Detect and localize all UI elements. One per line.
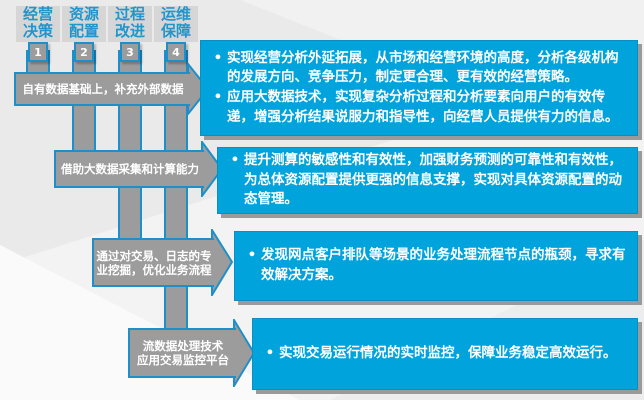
step-arrow-label: 借助大数据采集和计算能力 [61, 162, 199, 176]
bullet-icon: • [213, 89, 223, 105]
bullet-item: • 实现交易运行情况的实时监控，保障业务稳定高效运行。 [261, 344, 627, 364]
bullet-icon: • [247, 247, 257, 264]
step-arrow-1: 自有数据基础上，补充外部数据 [14, 72, 190, 106]
bullet-icon: • [213, 49, 223, 66]
detail-box-4: • 实现交易运行情况的实时监控，保障业务稳定高效运行。 [252, 318, 638, 390]
bullet-text: 实现经营分析外延拓展，从市场和经营环境的高度，分析各级机构的发展方向、竞争压力，… [227, 49, 619, 86]
column-header-label: 过程 [114, 5, 145, 23]
step-number-badge-1: 1 [28, 42, 48, 62]
bullet-item: • 提升测算的敏感性和有效性，加强财务预测的可靠性和有效性，为总体资源配置提供更… [226, 151, 627, 210]
step-arrow-label: 流数据处理技术 [142, 339, 224, 353]
detail-box-3: • 发现网点客户排队等场景的业务处理流程节点的瓶颈，寻求有效解决方案。 [234, 231, 638, 301]
column-header-3: 过程改进 [108, 6, 152, 42]
detail-box-1: • 实现经营分析外延拓展，从市场和经营环境的高度，分析各级机构的发展方向、竞争压… [200, 40, 638, 136]
step-number-badge-2: 2 [74, 42, 94, 62]
step-number-badge-4: 4 [166, 42, 186, 62]
bullet-item: • 应用大数据技术，实现复杂分析过程和分析要素向用户的有效传递，增强分析结果说服… [209, 88, 627, 127]
bullet-icon: • [230, 152, 240, 169]
arrowhead-icon [211, 229, 233, 296]
bullet-text: 应用大数据技术，实现复杂分析过程和分析要素向用户的有效传递，增强分析结果说服力和… [227, 89, 619, 125]
column-header-label: 经营 [22, 5, 53, 23]
step-arrow-label: 通过对交易、日志的专 [96, 248, 212, 263]
bullet-icon: • [265, 345, 275, 362]
bullet-text: 提升测算的敏感性和有效性，加强财务预测的可靠性和有效性，为总体资源配置提供更强的… [244, 152, 622, 208]
bullet-item: • 实现经营分析外延拓展，从市场和经营环境的高度，分析各级机构的发展方向、竞争压… [209, 49, 627, 88]
column-header-1: 经营决策 [16, 6, 60, 42]
bullet-text: 实现交易运行情况的实时监控，保障业务稳定高效运行。 [279, 345, 617, 362]
column-header-4: 运维保障 [154, 6, 198, 42]
bullet-item: • 发现网点客户排队等场景的业务处理流程节点的瓶颈，寻求有效解决方案。 [243, 246, 627, 285]
bullet-text: 发现网点客户排队等场景的业务处理流程节点的瓶颈，寻求有效解决方案。 [261, 247, 626, 283]
step-arrow-4: 流数据处理技术 应用交易监控平台 [128, 328, 236, 378]
detail-box-2: • 提升测算的敏感性和有效性，加强财务预测的可靠性和有效性，为总体资源配置提供更… [217, 147, 638, 214]
column-header-label: 资源 [68, 5, 99, 23]
step-number-badge-3: 3 [120, 42, 140, 62]
step-arrow-3: 通过对交易、日志的专 业挖掘，优化业务流程 [92, 238, 214, 287]
column-header-label: 运维 [160, 5, 191, 23]
column-header-2: 资源配置 [62, 6, 106, 42]
step-arrow-label: 自有数据基础上，补充外部数据 [22, 82, 184, 96]
step-arrow-2: 借助大数据采集和计算能力 [54, 150, 204, 188]
